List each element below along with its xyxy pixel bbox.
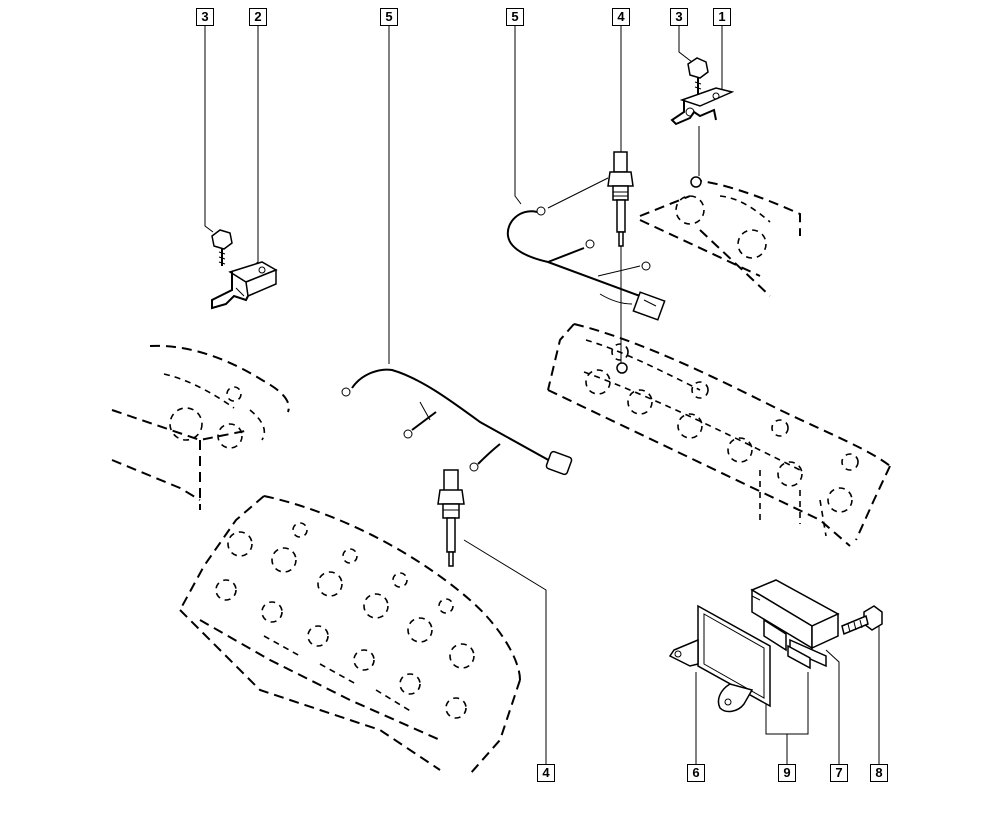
callout-8-bolt: 8 <box>870 764 888 782</box>
callout-3-screw-left: 3 <box>196 8 214 26</box>
cylinder-head-lower-left <box>179 495 521 775</box>
callout-9: 9 <box>778 764 796 782</box>
callout-2-bracket: 2 <box>249 8 267 26</box>
bolt <box>841 605 883 636</box>
glow-plug-bottom <box>437 469 465 567</box>
callout-3-screw-right: 3 <box>670 8 688 26</box>
bracket-right <box>670 87 735 126</box>
callout-5-harness-upper: 5 <box>506 8 524 26</box>
harness-lower <box>341 368 573 476</box>
glow-control-unit <box>750 579 840 670</box>
cylinder-head-middle-right <box>547 323 891 547</box>
screw-left <box>211 229 233 266</box>
bracket-left <box>211 261 278 310</box>
callout-4-glow-plug-bottom: 4 <box>537 764 555 782</box>
screw-right <box>687 57 709 94</box>
callout-6-bracket-plate: 6 <box>687 764 705 782</box>
cylinder-head-upper-left <box>111 344 290 510</box>
callout-5-harness-lower: 5 <box>380 8 398 26</box>
cylinder-head-upper-right <box>639 176 801 297</box>
callout-1-bracket: 1 <box>713 8 731 26</box>
control-unit-bracket <box>668 604 771 713</box>
callout-7-control-unit: 7 <box>830 764 848 782</box>
harness-upper <box>506 206 666 321</box>
callout-4-glow-plug-top: 4 <box>612 8 630 26</box>
glow-plug-top <box>607 151 634 247</box>
leader-lines <box>204 24 880 764</box>
